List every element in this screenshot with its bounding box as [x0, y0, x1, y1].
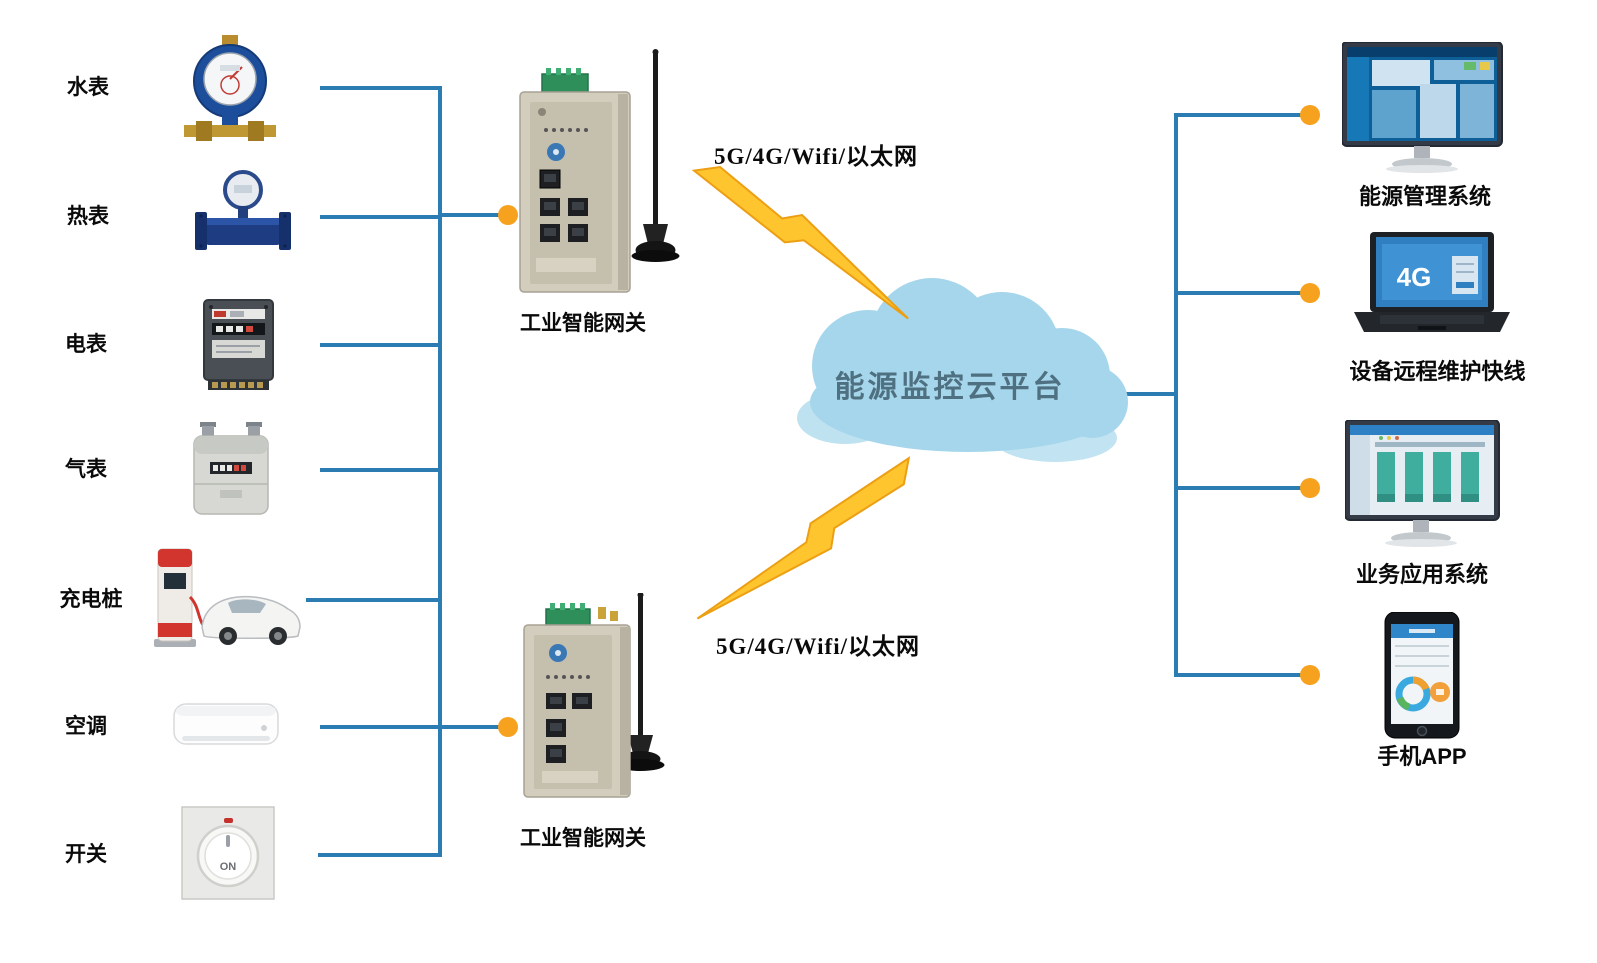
junction-dot-gateway-top [498, 205, 518, 225]
gateway-bottom-label: 工业智能网关 [520, 827, 646, 850]
switch-label: 开关 [65, 843, 107, 866]
business-application-monitor-illustration [1345, 420, 1503, 555]
business-application-label: 业务应用系统 [1355, 562, 1488, 587]
gateway-top-label: 工业智能网关 [520, 312, 646, 335]
remote-maintenance-label: 设备远程维护快线 [1349, 359, 1526, 384]
junction-dot-remote-maintenance [1300, 283, 1320, 303]
lightning-bolt-bottom [696, 449, 921, 642]
junction-dot-energy-management [1300, 105, 1320, 125]
junction-dot-gateway-bottom [498, 717, 518, 737]
gas-meter-label: 气表 [65, 458, 107, 481]
mobile-app-label: 手机APP [1377, 744, 1467, 769]
water-meter-label: 水表 [67, 76, 109, 99]
energy-management-label: 能源管理系统 [1358, 184, 1491, 209]
link-label-top: 5G/4G/Wifi/以太网 [714, 144, 918, 169]
gateway-top-illustration [512, 48, 682, 303]
link-label-bottom: 5G/4G/Wifi/以太网 [716, 634, 920, 659]
switch-illustration: ON [181, 806, 275, 900]
remote-maintenance-laptop-illustration: 4G [1352, 232, 1512, 350]
mobile-app-phone-illustration [1383, 612, 1461, 740]
switch-knob-text: ON [220, 861, 237, 873]
gateway-bottom-illustration [520, 593, 690, 808]
energy-management-monitor-illustration [1342, 42, 1507, 182]
left-connectors [306, 86, 502, 857]
air-conditioner-illustration [172, 700, 280, 752]
lightning-bolt-top [688, 153, 925, 320]
junction-dot-mobile-app [1300, 665, 1320, 685]
heat-meter-illustration [193, 168, 293, 263]
right-connectors [1118, 113, 1302, 677]
electric-meter-illustration [196, 298, 281, 393]
junction-dot-business-application [1300, 478, 1320, 498]
heat-meter-label: 热表 [67, 205, 109, 228]
cloud-shape [797, 278, 1128, 462]
lightning-bolts [688, 153, 925, 642]
electric-meter-label: 电表 [65, 333, 107, 356]
junction-dots [498, 105, 1320, 737]
cloud-label: 能源监控云平台 [834, 371, 1066, 404]
water-meter-illustration [182, 35, 278, 145]
charging-pile-label: 充电桩 [59, 588, 123, 611]
charging-pile-illustration [140, 543, 305, 653]
air-conditioner-label: 空调 [65, 715, 107, 738]
gas-meter-illustration [190, 422, 272, 522]
laptop-screen-text: 4G [1397, 262, 1432, 292]
